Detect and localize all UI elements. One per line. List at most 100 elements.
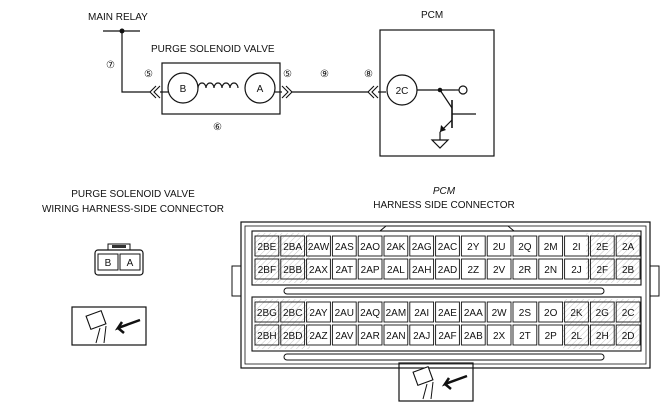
pcm-pin-cell [486, 301, 512, 323]
pcm-pin-cell [383, 258, 409, 280]
pcm-pin-label: 2S [519, 308, 532, 319]
pcm-pin-cell [538, 258, 564, 280]
wire-relay-to-valve [121, 31, 150, 93]
ref-7: ⑦ [106, 60, 115, 71]
pcm-pin-label: 2AP [361, 265, 380, 276]
pcm-pin-cell [538, 324, 564, 346]
pcm-pin-label: 2BE [257, 242, 276, 253]
pcm-pin-cell [306, 258, 331, 280]
pcm-pin-label: 2K [570, 308, 583, 319]
pcm-pin-cell [331, 301, 357, 323]
left-connector-pin: A [127, 258, 134, 269]
pcm-pin-label: 2AD [438, 265, 457, 276]
pcm-pin-cell [254, 324, 280, 346]
pcm-pin-label: 2Y [467, 242, 480, 253]
pcm-pin-label: 2AU [335, 308, 354, 319]
pcm-pin-cell [331, 235, 357, 257]
pcm-pin-cell [280, 258, 306, 280]
pcm-pin-label: 2BF [258, 265, 276, 276]
pcm-pin-cell [306, 235, 331, 257]
pcm-pin-label: 2P [545, 331, 558, 342]
pcm-pin-cell [357, 235, 383, 257]
pcm-pin-label: 2D [622, 331, 635, 342]
pcm-pin-label: 2BB [283, 265, 302, 276]
purge-valve-connector-face [94, 243, 144, 276]
pcm-pin-cell [589, 258, 615, 280]
pcm-pin-label: 2AC [438, 242, 457, 253]
pcm-pin-cell [435, 258, 460, 280]
pcm-pin-cell [409, 235, 435, 257]
pcm-pin-label: 2AO [360, 242, 380, 253]
pcm-pin-label: 2AH [412, 265, 431, 276]
pcm-pin-cell [357, 324, 383, 346]
pcm-pin-cell [435, 235, 460, 257]
pcm-pin-label: 2BD [283, 331, 302, 342]
pcm-pin-label: 2A [622, 242, 635, 253]
valve-connector-left-icon [149, 85, 161, 99]
pcm-pin-cell [615, 235, 641, 257]
pcm-pin-label: 2AI [414, 308, 429, 319]
pcm-pin-cell [564, 324, 589, 346]
pcm-pin-cell [357, 258, 383, 280]
terminal-a-label: A [257, 84, 264, 95]
pcm-connector-face [231, 221, 660, 369]
pcm-pin-cell [589, 324, 615, 346]
pcm-pin-label: 2T [519, 331, 531, 342]
pcm-pin-label: 2BA [283, 242, 302, 253]
pcm-pin-label: 2AK [386, 242, 405, 253]
pcm-pin-label: 2U [493, 242, 506, 253]
pcm-pin-cell [538, 235, 564, 257]
pcm-pin-label: 2AS [335, 242, 354, 253]
connector-view-direction-icon [71, 306, 147, 346]
pcm-pin-cell [331, 258, 357, 280]
pcm-pin-label: 2N [544, 265, 557, 276]
pcm-pin-cell [254, 235, 280, 257]
pcm-pin-label: 2F [596, 265, 608, 276]
pcm-pin-label: 2AA [464, 308, 483, 319]
pcm-pin-label: 2AW [308, 242, 330, 253]
pcm-pin-cell [460, 301, 486, 323]
pcm-pin-label: 2AT [335, 265, 353, 276]
pcm-view-direction-icon [398, 362, 474, 402]
pcm-pin-cell [409, 258, 435, 280]
left-connector-title-2: WIRING HARNESS-SIDE CONNECTOR [42, 204, 224, 215]
pcm-pin-cell [280, 324, 306, 346]
pcm-pin-label: 2AZ [309, 331, 327, 342]
pcm-pin-label: 2M [544, 242, 558, 253]
pcm-pin-cell [306, 324, 331, 346]
pcm-pin-label: 2AG [412, 242, 432, 253]
pcm-pin-label: 2AF [438, 331, 456, 342]
pcm-pin-cell [306, 301, 331, 323]
ref-6: ⑥ [213, 122, 222, 133]
ref-5-right: ⑤ [283, 69, 292, 80]
main-relay-label: MAIN RELAY [88, 12, 148, 23]
pcm-pin-cell [409, 301, 435, 323]
pcm-pin-cell [512, 301, 538, 323]
pcm-connector-title-1: PCM [433, 186, 456, 197]
pcm-pin-label: 2AV [335, 331, 353, 342]
pcm-pin-cell [357, 301, 383, 323]
pcm-pin-label: 2AE [438, 308, 457, 319]
valve-connector-right-icon [281, 85, 293, 99]
pcm-pin-cell [254, 301, 280, 323]
pcm-pin-cell [512, 324, 538, 346]
terminal-b-label: B [180, 84, 187, 95]
purge-solenoid-valve-box [161, 62, 281, 115]
pcm-pin-cell [409, 324, 435, 346]
pcm-pin-label: 2R [519, 265, 532, 276]
pcm-pin-label: 2O [544, 308, 558, 319]
pcm-pin-cell [512, 235, 538, 257]
pcm-pin-label: 2AX [309, 265, 328, 276]
pcm-pin-cell [460, 235, 486, 257]
purge-solenoid-valve-label: PURGE SOLENOID VALVE [151, 44, 275, 55]
pcm-pin-cell [615, 324, 641, 346]
terminal-2c-label: 2C [396, 86, 409, 97]
pcm-pin-cell [486, 258, 512, 280]
pcm-pin-label: 2Z [467, 265, 479, 276]
pcm-pin-label: 2G [596, 308, 610, 319]
pcm-pin-label: 2I [572, 242, 580, 253]
pcm-pin-label: 2W [492, 308, 508, 319]
pcm-connector-icon [367, 85, 379, 99]
pcm-pin-cell [383, 324, 409, 346]
